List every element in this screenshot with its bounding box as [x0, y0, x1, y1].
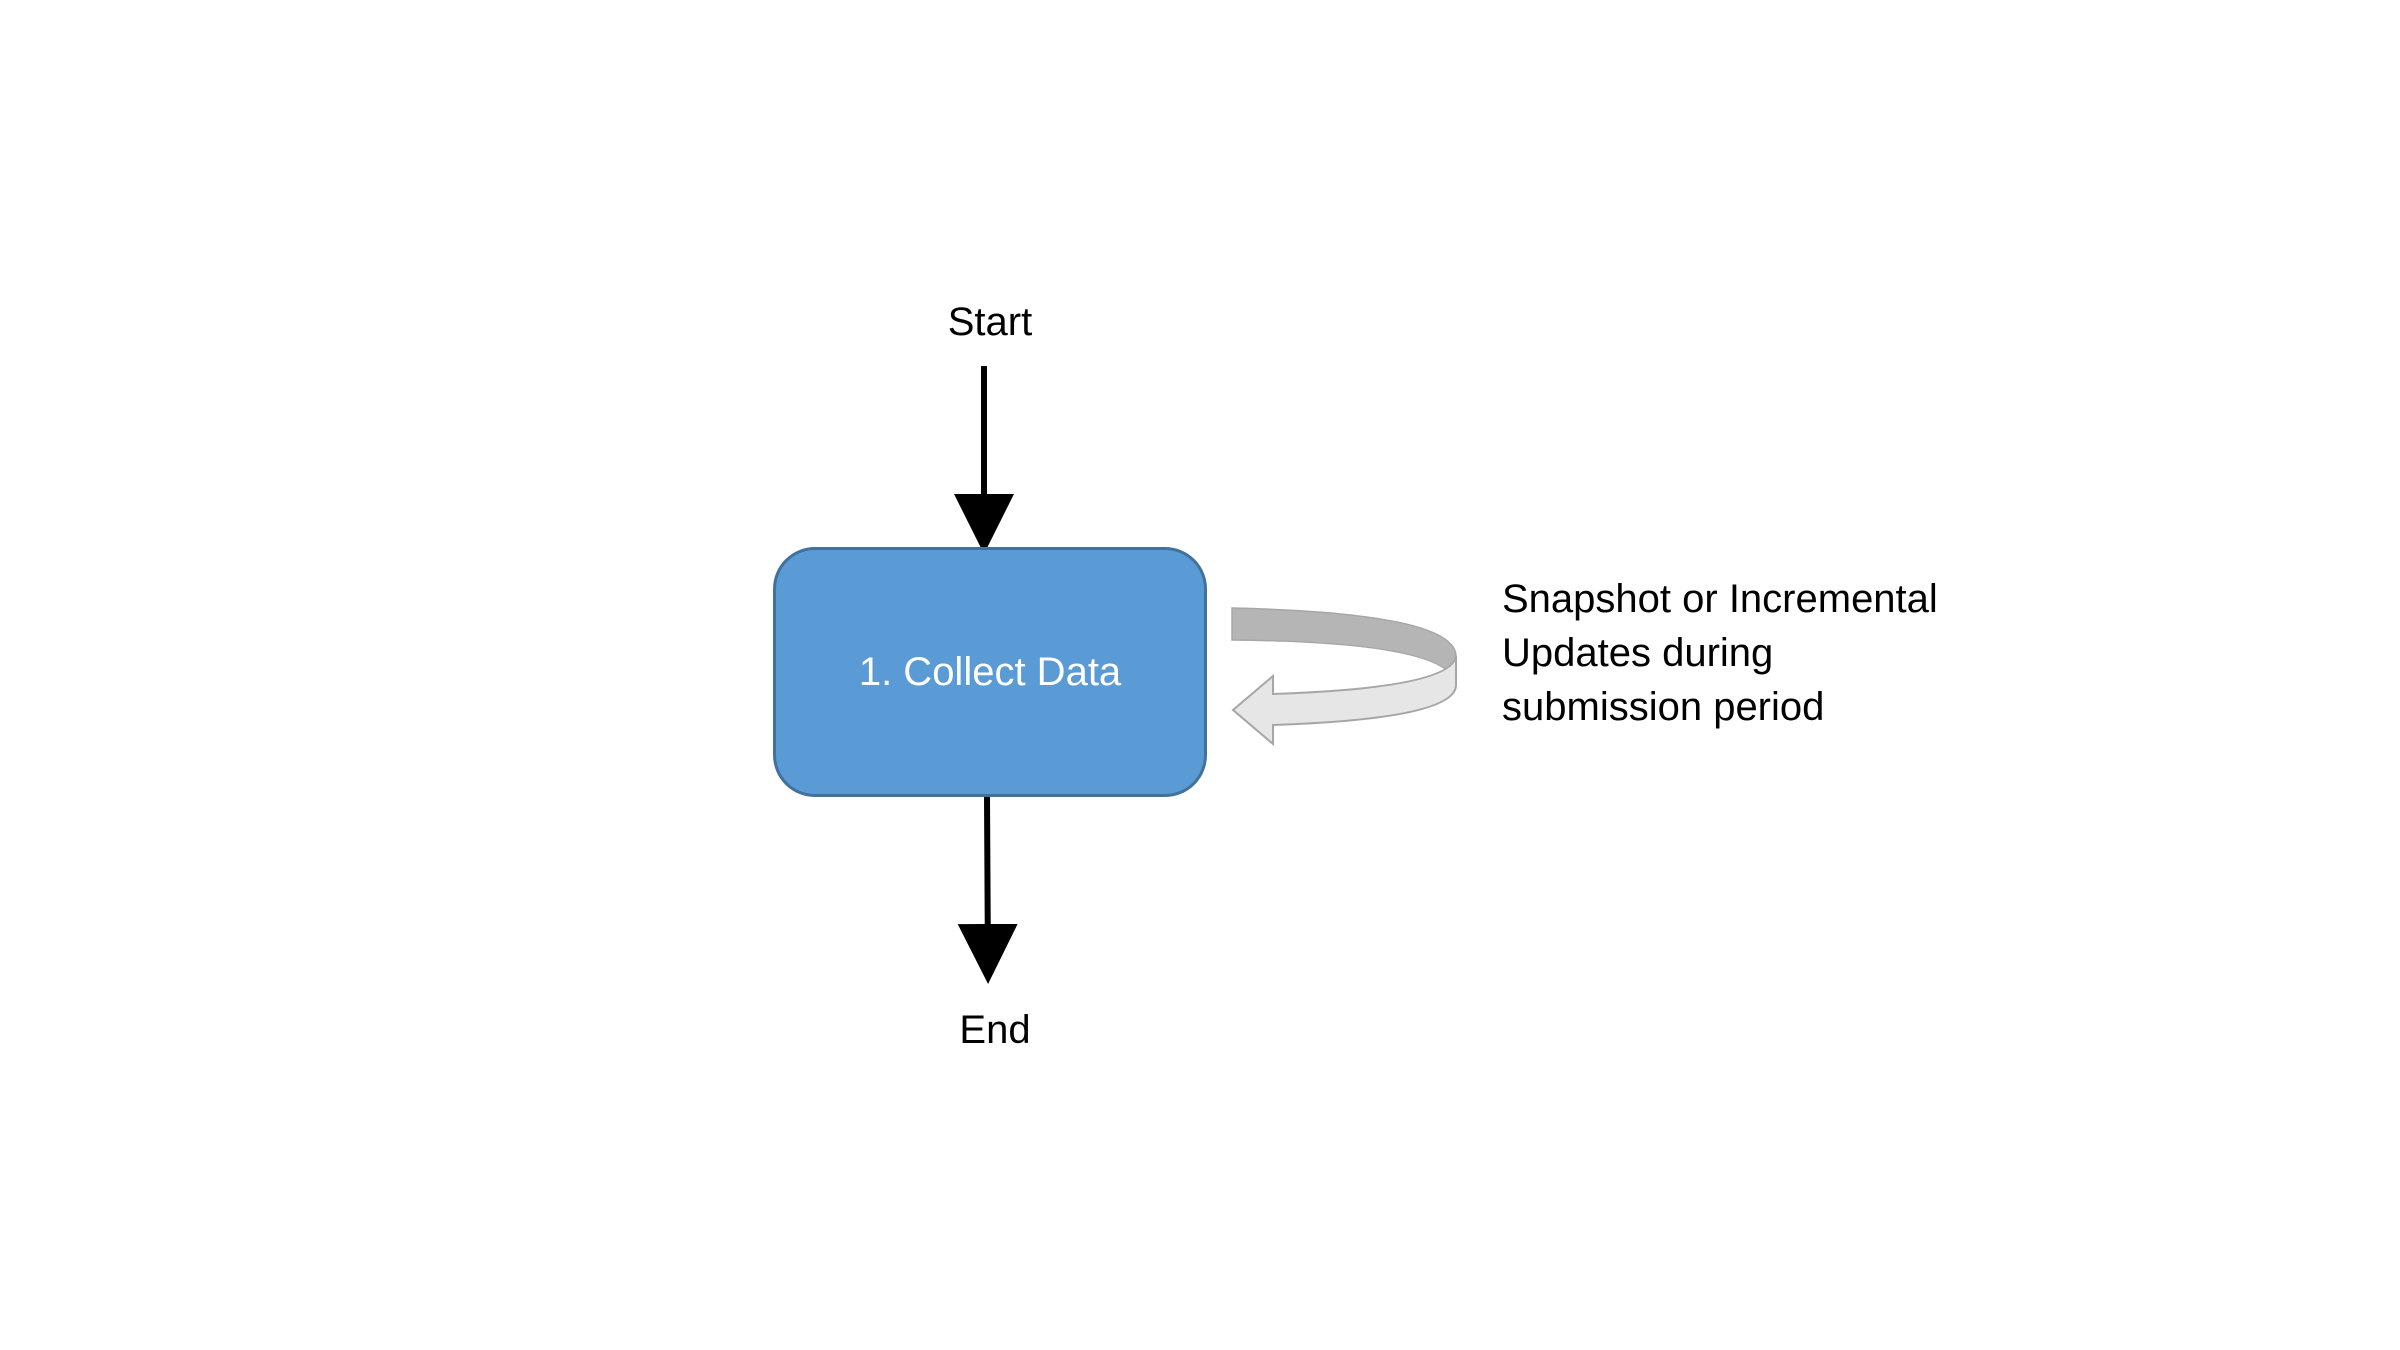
end-label: End [959, 1008, 1031, 1052]
loop-note: Snapshot or Incremental Updates during s… [1502, 572, 1938, 734]
loop-note-line: Snapshot or Incremental [1502, 577, 1938, 621]
loop-note-line: Updates during [1502, 631, 1774, 675]
process-label: 1. Collect Data [858, 649, 1122, 694]
start-label: Start [947, 300, 1033, 344]
collect-data-process-box: 1. Collect Data [773, 547, 1207, 797]
loop-arrow-icon [1231, 607, 1457, 747]
end-connector-arrow [957, 796, 1018, 984]
loop-note-line: submission period [1502, 685, 1825, 729]
